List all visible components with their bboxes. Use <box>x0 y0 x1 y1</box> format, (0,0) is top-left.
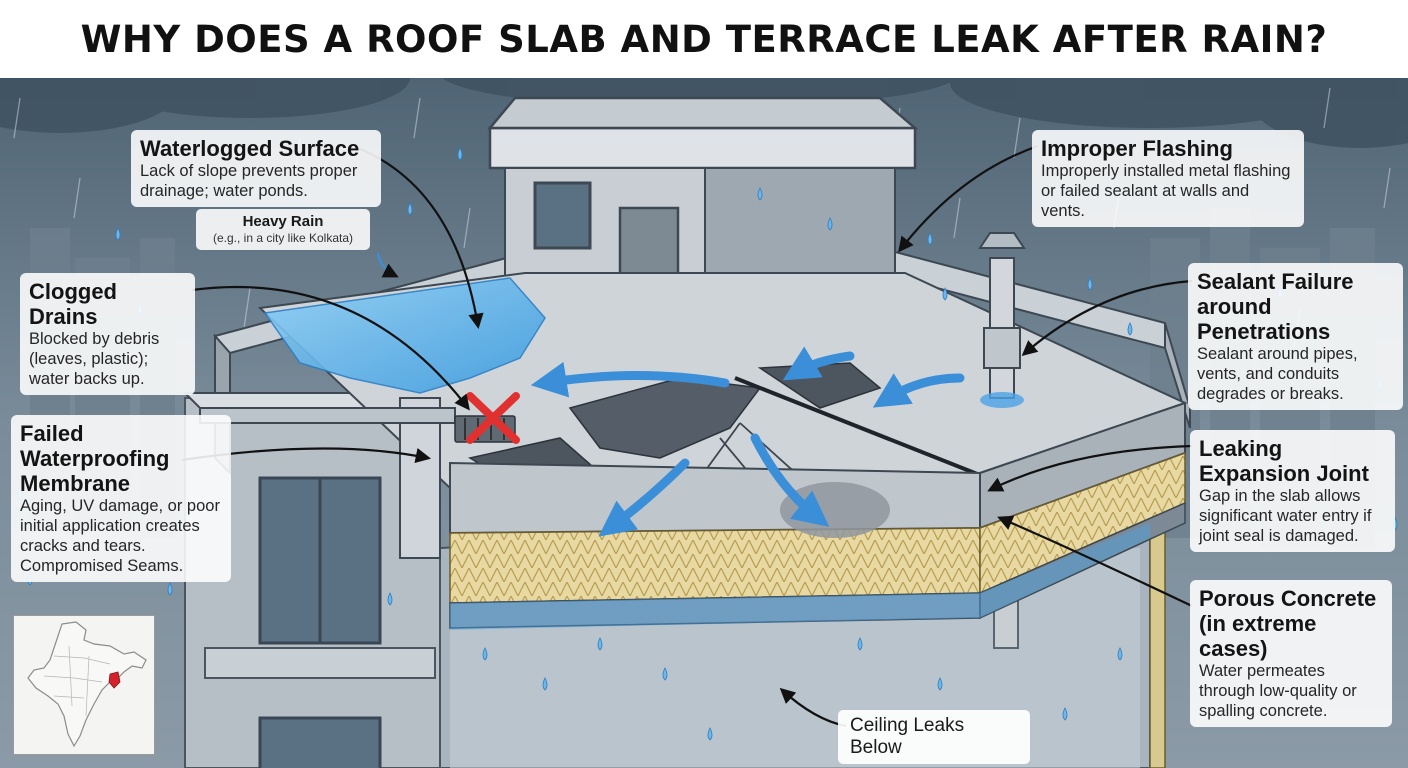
callout-body: (e.g., in a city like Kolkata) <box>212 231 354 245</box>
callout-sealant-failure: Sealant Failure around Penetrations Seal… <box>1188 263 1403 410</box>
callout-head: Improper Flashing <box>1041 136 1233 161</box>
leader-porous <box>997 515 1193 607</box>
callout-waterlogged-surface: Waterlogged Surface Lack of slope preven… <box>131 130 381 207</box>
callout-body: Sealant around pipes, vents, and conduit… <box>1197 345 1358 403</box>
callout-head: Failed Waterproofing Membrane <box>20 421 170 496</box>
callout-failed-membrane: Failed Waterproofing Membrane Aging, UV … <box>11 415 231 582</box>
india-map-icon <box>27 621 147 748</box>
callout-expansion-joint: Leaking Expansion Joint Gap in the slab … <box>1190 430 1395 552</box>
leader-flashing <box>898 144 1039 253</box>
building-facade <box>184 397 441 768</box>
callout-improper-flashing: Improper Flashing Improperly installed m… <box>1032 130 1304 227</box>
callout-body: Water permeates through low-quality or s… <box>1199 662 1357 720</box>
storm-clouds <box>0 78 1408 148</box>
india-map-inset <box>13 615 155 755</box>
leader-sealant <box>1021 279 1193 357</box>
page-title: WHY DOES A ROOF SLAB AND TERRACE LEAK AF… <box>80 17 1328 61</box>
callout-head: Ceiling Leaks Below <box>850 715 965 758</box>
callout-body: Lack of slope prevents proper drainage; … <box>140 162 358 200</box>
callout-head: Sealant Failure around Penetrations <box>1197 269 1354 344</box>
callout-head: Waterlogged Surface <box>140 136 360 161</box>
callout-ceiling-leaks: Ceiling Leaks Below <box>838 710 1030 764</box>
callout-body: Aging, UV damage, or poor initial applic… <box>20 497 220 575</box>
blocked-drain-x-icon <box>454 392 520 444</box>
callout-body: Gap in the slab allows significant water… <box>1199 487 1372 545</box>
flow-arrow-icon <box>530 346 965 537</box>
title-bar: WHY DOES A ROOF SLAB AND TERRACE LEAK AF… <box>0 0 1408 78</box>
callout-body: Improperly installed metal flashing or f… <box>1041 162 1291 220</box>
insulation-layer <box>449 527 981 604</box>
callout-head: Heavy Rain <box>242 213 324 230</box>
callout-head: Porous Concrete (in extreme cases) <box>1199 586 1377 661</box>
leader-heavy-rain <box>376 252 399 278</box>
leader-clogged <box>191 285 470 411</box>
leader-expansion <box>987 444 1193 492</box>
callout-body: Blocked by debris (leaves, plastic); wat… <box>29 330 160 388</box>
leader-waterlogged <box>357 146 484 330</box>
callout-heavy-rain: Heavy Rain (e.g., in a city like Kolkata… <box>196 209 370 250</box>
callout-clogged-drains: Clogged Drains Blocked by debris (leaves… <box>20 273 195 395</box>
vent-pipe-icon <box>978 232 1026 408</box>
callout-head: Clogged Drains <box>29 279 117 329</box>
callout-head: Leaking Expansion Joint <box>1199 436 1369 486</box>
callout-porous-concrete: Porous Concrete (in extreme cases) Water… <box>1190 580 1392 727</box>
illustration-scene: Waterlogged Surface Lack of slope preven… <box>0 78 1408 768</box>
